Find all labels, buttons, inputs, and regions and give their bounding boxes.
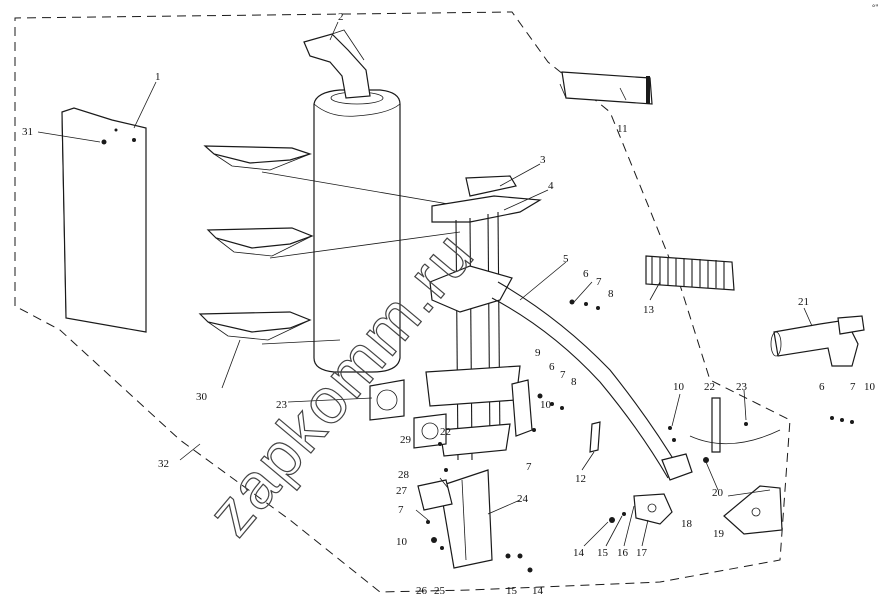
callout-17: 17 (636, 547, 648, 559)
callout-23: 23 (276, 399, 288, 411)
callout-10: 10 (673, 381, 685, 393)
callout-6: 6 (583, 268, 589, 280)
corner-mark: °" (872, 3, 878, 12)
callout-14: 14 (532, 585, 544, 597)
callout-6: 6 (819, 381, 825, 393)
plate-part-9 (511, 379, 533, 437)
assembly-boundary (14, 11, 791, 593)
callout-25: 25 (434, 585, 446, 597)
gasket-left (369, 379, 405, 421)
outlet-pipe-part-2 (303, 29, 371, 99)
callout-31: 31 (22, 126, 33, 138)
callout-4: 4 (548, 180, 554, 192)
mounting-bracket (425, 175, 542, 461)
callout-7: 7 (526, 461, 532, 473)
callout-22: 22 (704, 381, 715, 393)
clamp-upper (203, 145, 312, 171)
callout-7: 7 (560, 369, 566, 381)
callout-10: 10 (396, 536, 408, 548)
callout-13: 13 (643, 304, 655, 316)
callout-12: 12 (575, 473, 586, 485)
intake-pipe-part-11 (559, 71, 653, 105)
callout-30: 30 (196, 391, 208, 403)
callout-22: 22 (440, 426, 451, 438)
callout-32: 32 (158, 458, 169, 470)
callout-15: 15 (597, 547, 609, 559)
callout-10: 10 (864, 381, 876, 393)
support-bracket-24 (417, 469, 493, 569)
callout-6: 6 (549, 361, 555, 373)
muffler-body (313, 89, 401, 373)
callout-9: 9 (535, 347, 541, 359)
callout-28: 28 (398, 469, 410, 481)
gasket-right (413, 413, 447, 449)
callout-27: 27 (396, 485, 408, 497)
corrugated-hose-part-13 (645, 255, 735, 291)
callout-29: 29 (400, 434, 412, 446)
clamp-lower (198, 311, 312, 341)
exhaust-pipe-run (491, 281, 693, 481)
callout-14: 14 (573, 547, 585, 559)
callout-1: 1 (155, 71, 161, 83)
callout-26: 26 (416, 585, 428, 597)
elbow-pipe-part-21 (770, 315, 865, 367)
callout-10: 10 (540, 399, 552, 411)
callout-8: 8 (608, 288, 614, 300)
callout-24: 24 (517, 493, 529, 505)
strip-part-12 (589, 421, 601, 453)
callout-11: 11 (617, 123, 628, 135)
callout-8: 8 (571, 376, 577, 388)
plate-part-17 (633, 493, 673, 525)
clamp-part-22-right (689, 397, 781, 453)
clamp-middle (206, 227, 314, 257)
callout-7: 7 (398, 504, 404, 516)
callout-3: 3 (540, 154, 546, 166)
heat-shield-part-1 (61, 107, 147, 333)
callout-20: 20 (712, 487, 724, 499)
callout-7: 7 (596, 276, 602, 288)
callout-19: 19 (713, 528, 725, 540)
callout-18: 18 (681, 518, 693, 530)
callout-16: 16 (617, 547, 629, 559)
callout-5: 5 (563, 253, 569, 265)
callout-21: 21 (798, 296, 809, 308)
callout-labels: 1 2 3 4 5 6 6 6 7 7 7 7 7 8 8 9 10 10 10… (22, 11, 876, 597)
callout-7: 7 (850, 381, 856, 393)
callout-23: 23 (736, 381, 748, 393)
bracket-part-19 (723, 485, 783, 535)
fasteners (426, 299, 854, 573)
callout-2: 2 (338, 11, 344, 23)
callout-15: 15 (506, 585, 518, 597)
tie-rods (261, 171, 461, 345)
leader-lines (37, 21, 813, 547)
